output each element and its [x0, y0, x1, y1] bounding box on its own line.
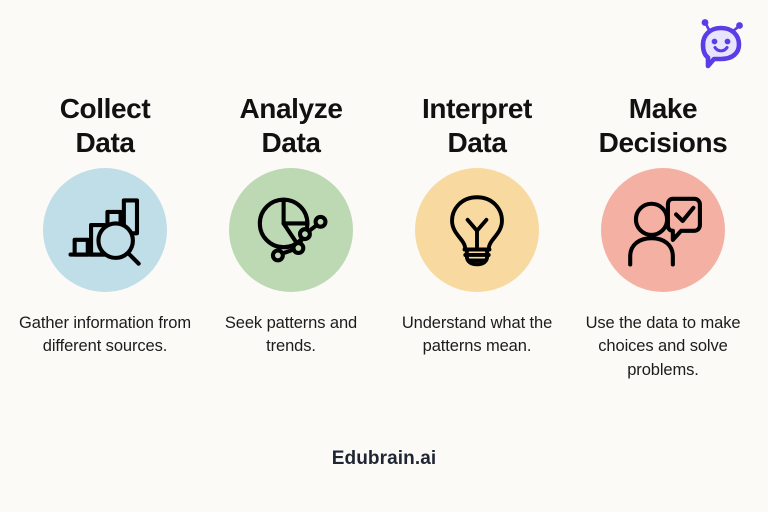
step-icon-circle-analyze-data: [229, 168, 353, 292]
edubrain-robot-mascot-logo: [692, 16, 750, 70]
step-column-collect-data: Collect Data: [18, 92, 192, 359]
step-title: Make Decisions: [598, 93, 728, 159]
step-icon-circle-collect-data: [43, 168, 167, 292]
pie-chart-network-icon: [257, 197, 328, 263]
step-caption: Understand what the patterns mean.: [401, 314, 553, 356]
person-speech-bubble-check-icon: [628, 196, 702, 267]
step-title: Interpret Data: [422, 93, 532, 159]
step-icon-circle-make-decisions: [601, 168, 725, 292]
step-caption: Use the data to make choices and solve p…: [585, 314, 741, 379]
step-column-make-decisions: Make Decisions Use the data to make: [576, 92, 750, 382]
footer-brand: Edubrain.ai: [331, 448, 437, 469]
step-icon-circle-interpret-data: [415, 168, 539, 292]
step-column-analyze-data: Analyze Data: [204, 92, 378, 359]
step-title: Analyze Data: [239, 93, 343, 159]
robot-mascot-icon: [700, 19, 743, 69]
step-caption: Gather information from different source…: [19, 314, 191, 356]
steps-row: Collect Data: [0, 92, 768, 382]
step-title: Collect Data: [59, 93, 151, 159]
step-caption: Seek patterns and trends.: [224, 314, 358, 356]
step-column-interpret-data: Interpret Data: [390, 92, 564, 359]
bar-chart-magnifier-icon: [68, 198, 141, 266]
lightbulb-icon: [450, 195, 504, 267]
